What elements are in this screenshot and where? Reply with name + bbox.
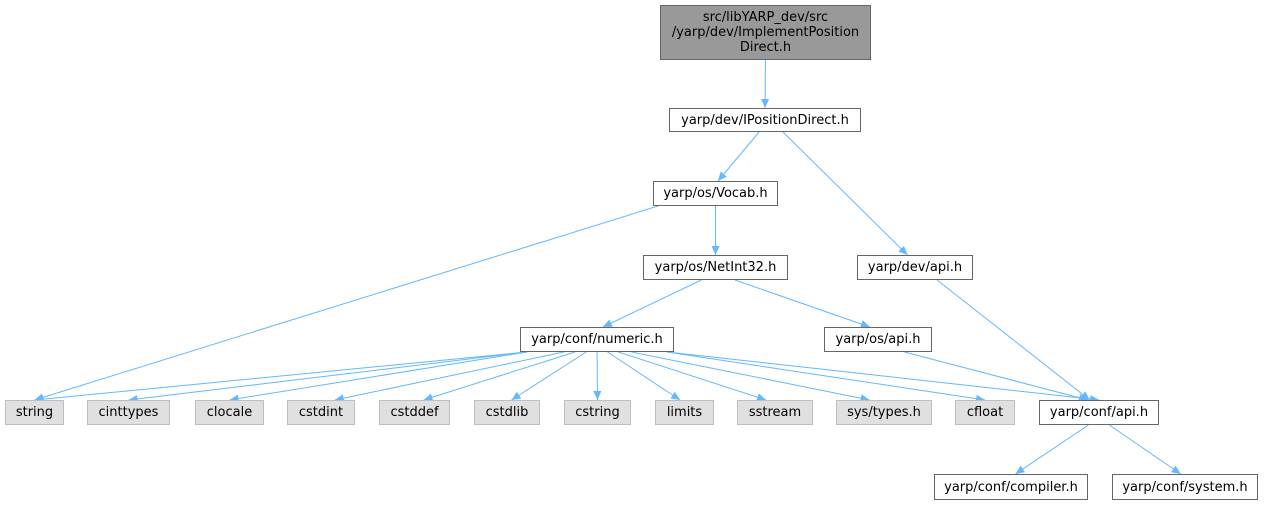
edge-conf_numeric-to-sstream (618, 351, 767, 402)
edge-conf_api-to-conf_system (1109, 424, 1181, 475)
edge-os_netint32-to-os_api (734, 279, 871, 328)
node-iposition-direct-h[interactable]: yarp/dev/IPositionDirect.h (669, 108, 861, 132)
edge-conf_numeric-to-cstddef (423, 351, 576, 402)
node-label: src/libYARP_dev/src /yarp/dev/ImplementP… (671, 10, 860, 55)
node-sys-types-h[interactable]: sys/types.h (836, 400, 932, 425)
node-label: cstddef (390, 405, 439, 420)
edge-conf_numeric-to-conf_api (666, 351, 1100, 403)
edge-conf_numeric-to-cstdint (334, 351, 564, 403)
node-label: yarp/os/Vocab.h (663, 186, 768, 201)
node-cstring[interactable]: cstring (564, 400, 631, 425)
edge-conf_api-to-conf_compiler (1015, 424, 1089, 475)
node-clocale[interactable]: clocale (195, 400, 264, 425)
node-string[interactable]: string (5, 400, 64, 425)
node-label: limits (666, 405, 703, 420)
edge-os_vocab-to-string (34, 205, 659, 402)
edge-conf_numeric-to-sys_types (631, 351, 870, 403)
edge-os_netint32-to-conf_numeric (602, 279, 702, 328)
node-label: sstream (748, 405, 802, 420)
edge-os_api-to-conf_api (904, 351, 1089, 402)
node-label: yarp/conf/system.h (1122, 479, 1248, 495)
node-dev-api-h[interactable]: yarp/dev/api.h (857, 255, 973, 280)
edge-conf_numeric-to-cstdlib (511, 351, 587, 401)
node-os-netint32-h[interactable]: yarp/os/NetInt32.h (643, 255, 788, 280)
node-label: yarp/dev/api.h (867, 260, 963, 275)
node-label: cinttypes (98, 405, 159, 420)
node-label: yarp/conf/compiler.h (944, 479, 1078, 495)
node-label: sys/types.h (847, 405, 921, 420)
edge-conf_numeric-to-string (34, 351, 528, 404)
node-label: clocale (206, 405, 253, 420)
node-label: cstdlib (485, 405, 529, 420)
node-limits[interactable]: limits (655, 400, 714, 425)
edge-conf_numeric-to-cinttypes (128, 351, 528, 403)
edge-iposition_direct-to-os_vocab (717, 131, 760, 182)
node-label: yarp/dev/IPositionDirect.h (681, 112, 849, 128)
node-cfloat[interactable]: cfloat (955, 400, 1015, 425)
node-cstddef[interactable]: cstddef (379, 400, 450, 425)
edge-conf_numeric-to-cfloat (666, 351, 986, 403)
node-label: string (15, 405, 54, 420)
node-label: cfloat (966, 405, 1004, 420)
node-label: cstring (575, 405, 620, 420)
edge-dev_api-to-conf_api (936, 279, 1091, 401)
node-label: yarp/os/api.h (835, 332, 921, 347)
node-cstdlib[interactable]: cstdlib (474, 400, 540, 425)
node-conf-system-h[interactable]: yarp/conf/system.h (1112, 474, 1258, 500)
edge-iposition_direct-to-dev_api (782, 131, 908, 256)
node-label: yarp/conf/api.h (1049, 405, 1149, 420)
node-sstream[interactable]: sstream (737, 400, 813, 425)
node-implement-position-direct-h: src/libYARP_dev/src /yarp/dev/ImplementP… (660, 5, 871, 60)
edge-conf_numeric-to-clocale (229, 351, 528, 403)
node-conf-numeric-h[interactable]: yarp/conf/numeric.h (520, 327, 674, 352)
node-conf-compiler-h[interactable]: yarp/conf/compiler.h (934, 474, 1088, 500)
node-cstdint[interactable]: cstdint (287, 400, 355, 425)
node-label: yarp/os/NetInt32.h (654, 260, 777, 275)
edge-conf_numeric-to-limits (607, 351, 681, 401)
node-cinttypes[interactable]: cinttypes (87, 400, 170, 425)
node-conf-api-h[interactable]: yarp/conf/api.h (1039, 400, 1159, 425)
node-label: yarp/conf/numeric.h (531, 332, 663, 347)
node-os-vocab-h[interactable]: yarp/os/Vocab.h (653, 181, 778, 206)
node-os-api-h[interactable]: yarp/os/api.h (824, 327, 932, 352)
node-label: cstdint (298, 405, 344, 420)
